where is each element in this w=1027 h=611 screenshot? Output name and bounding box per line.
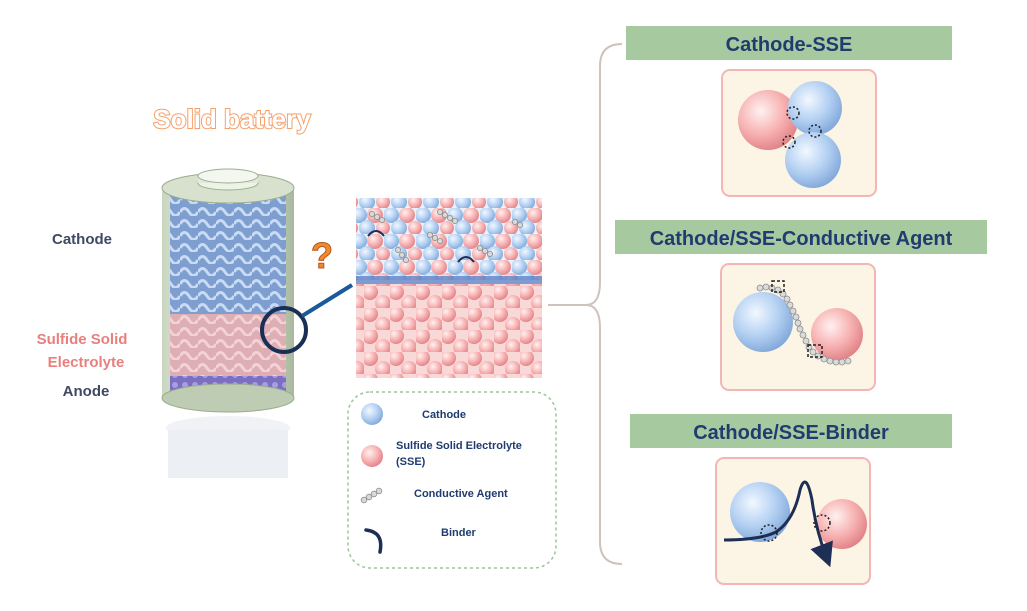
right-brace (585, 43, 623, 565)
interface-label-1: Cathode-SSE (726, 34, 853, 56)
zoom-circle (260, 306, 308, 354)
battery-label-sse-line2: Electrolyte (48, 354, 125, 371)
zoom-connector (300, 283, 354, 318)
legend-cathode-swatch (361, 403, 383, 425)
battery-illustration (161, 168, 295, 478)
battery-label-anode: Anode (63, 383, 110, 400)
legend-conductive-agent-swatch (360, 487, 383, 504)
legend-sse-label-line2: (SSE) (396, 456, 426, 468)
interface-panel-1 (721, 69, 877, 197)
legend-box: Cathode Sulfide Solid Electrolyte (SSE) … (347, 391, 557, 569)
interface-panel-2 (720, 263, 876, 391)
legend-binder-swatch (364, 528, 383, 554)
microstructure-view (356, 198, 542, 378)
legend-conductive-agent-label: Conductive Agent (414, 488, 508, 500)
cathode-layer (170, 196, 286, 314)
interface-label-2: Cathode/SSE-Conductive Agent (650, 228, 953, 250)
interface-header-2 (615, 220, 987, 254)
interface-label-3: Cathode/SSE-Binder (693, 422, 889, 444)
legend-cathode-label: Cathode (422, 409, 466, 421)
interface-header-3 (630, 414, 952, 448)
legend-binder-label: Binder (441, 527, 477, 539)
diagram-title: Solid battery (153, 104, 311, 134)
legend-sse-swatch (361, 445, 383, 467)
interface-header-1 (626, 26, 952, 60)
battery-label-cathode: Cathode (52, 231, 112, 248)
battery-label-sse-line1: Sulfide Solid (37, 331, 128, 348)
interface-panel-3 (715, 457, 871, 585)
legend-sse-label-line1: Sulfide Solid Electrolyte (396, 440, 522, 452)
question-mark: ? (311, 235, 333, 276)
